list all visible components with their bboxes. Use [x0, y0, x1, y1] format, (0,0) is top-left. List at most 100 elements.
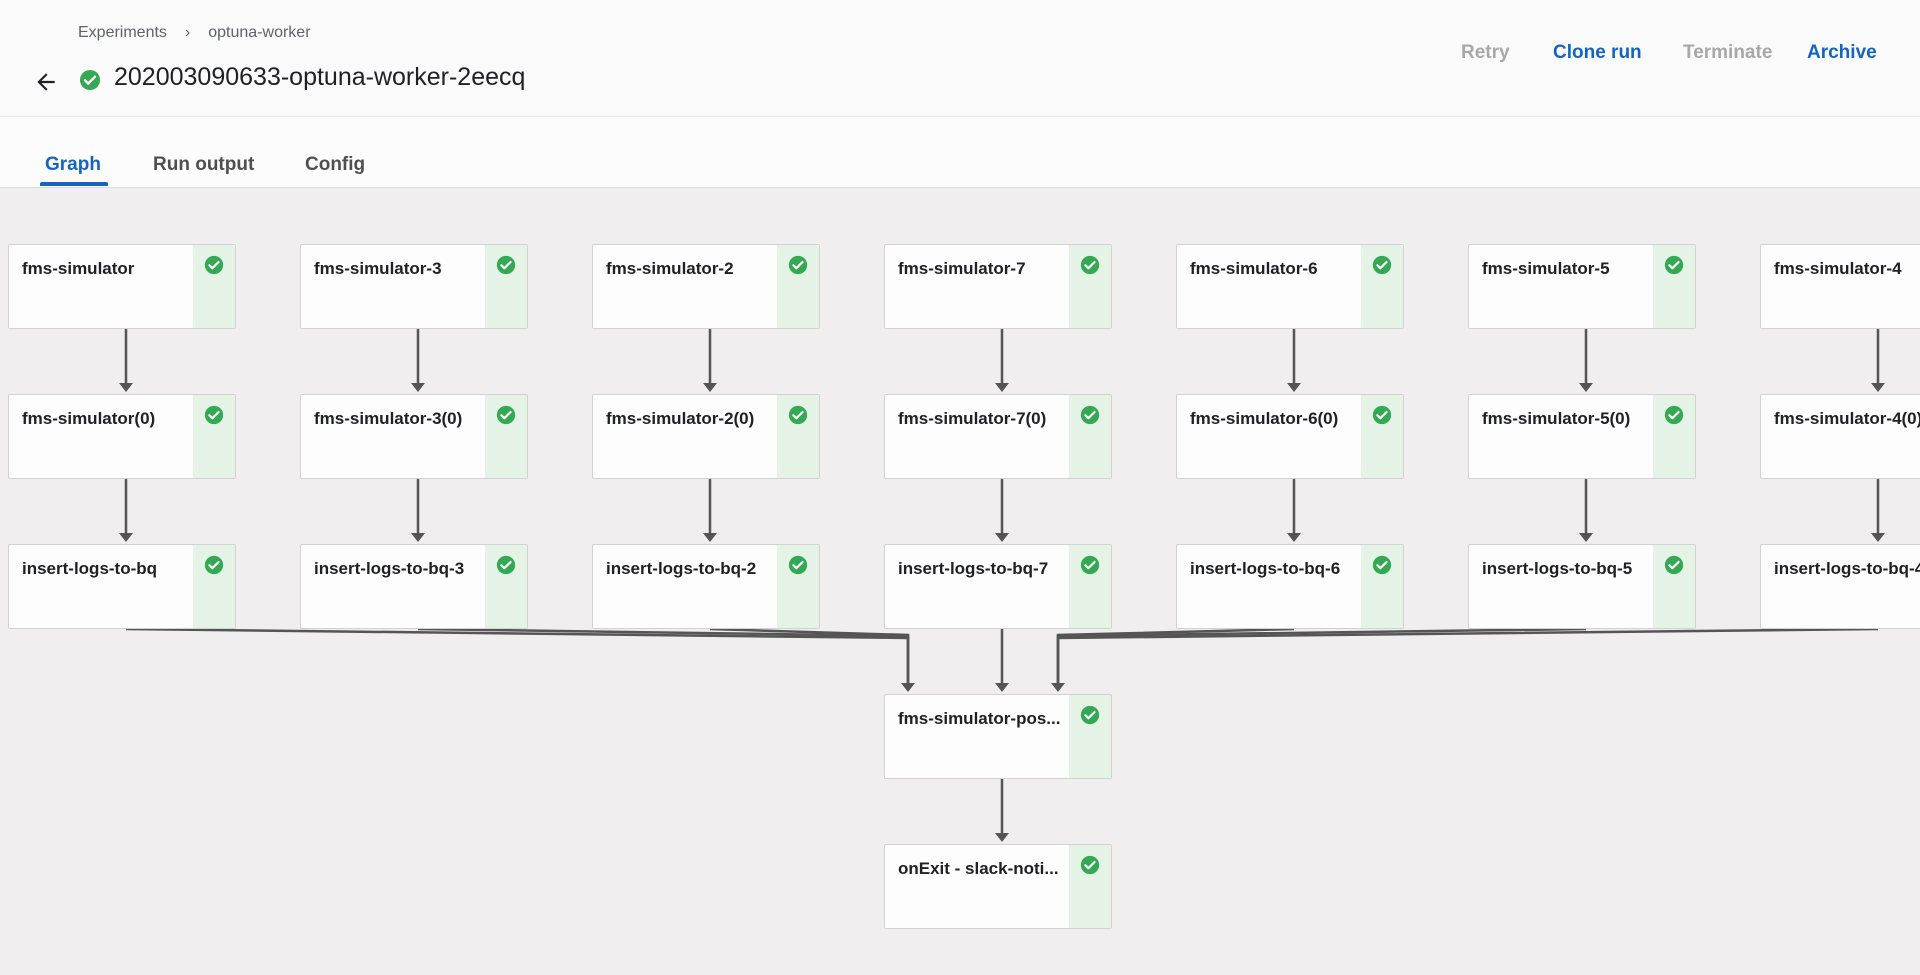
node-label: insert-logs-to-bq-5 [1482, 559, 1633, 578]
node-label: fms-simulator-4(0) [1774, 409, 1920, 428]
node-label: fms-simulator-6 [1190, 259, 1318, 278]
check-circle-icon [78, 68, 102, 97]
check-circle-icon [1371, 404, 1393, 431]
edge-arrowhead [1287, 383, 1301, 392]
back-button[interactable] [28, 64, 64, 100]
check-circle-icon [1079, 554, 1101, 581]
node-status [485, 245, 527, 328]
edge [709, 627, 910, 684]
tab-config[interactable]: Config [305, 154, 366, 175]
node-insert-logs-to-bq-3[interactable]: insert-logs-to-bq-3 [300, 544, 528, 629]
tab-graph[interactable]: Graph [45, 154, 101, 175]
node-fms-simulator-3-0[interactable]: fms-simulator-3(0) [300, 394, 528, 479]
edge-arrowhead [119, 533, 133, 542]
node-label: insert-logs-to-bq-3 [314, 559, 465, 578]
edge-arrowhead [1871, 533, 1885, 542]
tab-run-output[interactable]: Run output [153, 154, 255, 175]
node-insert-logs-to-bq[interactable]: insert-logs-to-bq [8, 544, 236, 629]
node-status [485, 545, 527, 628]
breadcrumb: Experiments › optuna-worker [78, 24, 311, 42]
node-fms-simulator-3[interactable]: fms-simulator-3 [300, 244, 528, 329]
check-circle-icon [1079, 404, 1101, 431]
node-label: fms-simulator-2(0) [606, 409, 755, 428]
archive-button[interactable]: Archive [1807, 42, 1877, 63]
edge-arrowhead [995, 833, 1009, 842]
node-label: fms-simulator-4 [1774, 259, 1902, 278]
node-fms-simulator-4-0[interactable]: fms-simulator-4(0) [1760, 394, 1920, 479]
node-status [1653, 545, 1695, 628]
node-status [1361, 245, 1403, 328]
node-fms-simulator-pos[interactable]: fms-simulator-pos... [884, 694, 1112, 779]
edge-arrowhead [411, 383, 425, 392]
node-fms-simulator-4[interactable]: fms-simulator-4 [1760, 244, 1920, 329]
node-fms-simulator-6[interactable]: fms-simulator-6 [1176, 244, 1404, 329]
node-insert-logs-to-bq-2[interactable]: insert-logs-to-bq-2 [592, 544, 820, 629]
node-status [1653, 395, 1695, 478]
edge-arrowhead [411, 533, 425, 542]
node-insert-logs-to-bq-5[interactable]: insert-logs-to-bq-5 [1468, 544, 1696, 629]
edge-arrowhead [1051, 683, 1065, 692]
node-insert-logs-to-bq-4[interactable]: insert-logs-to-bq-4 [1760, 544, 1920, 629]
node-status [1361, 395, 1403, 478]
node-fms-simulator[interactable]: fms-simulator [8, 244, 236, 329]
node-fms-simulator-2-0[interactable]: fms-simulator-2(0) [592, 394, 820, 479]
breadcrumb-separator: › [184, 24, 191, 41]
arrow-left-icon [37, 73, 55, 91]
node-label: insert-logs-to-bq-7 [898, 559, 1049, 578]
node-label: insert-logs-to-bq-4 [1774, 559, 1920, 578]
edge-arrowhead [995, 533, 1009, 542]
node-status [193, 395, 235, 478]
check-circle-icon [495, 554, 517, 581]
node-fms-simulator-0[interactable]: fms-simulator(0) [8, 394, 236, 479]
edge [1056, 627, 1879, 684]
check-circle-icon [1371, 254, 1393, 281]
node-fms-simulator-6-0[interactable]: fms-simulator-6(0) [1176, 394, 1404, 479]
check-circle-icon [787, 404, 809, 431]
node-insert-logs-to-bq-7[interactable]: insert-logs-to-bq-7 [884, 544, 1112, 629]
check-circle-icon [787, 254, 809, 281]
node-status [1069, 245, 1111, 328]
pipeline-graph[interactable]: fms-simulator fms-simulator(0) insert-logs… [0, 187, 1920, 975]
page-title: 202003090633-optuna-worker-2eecq [114, 63, 526, 91]
check-circle-icon [495, 254, 517, 281]
node-label: fms-simulator-2 [606, 259, 734, 278]
check-circle-icon [1663, 404, 1685, 431]
check-circle-icon [203, 404, 225, 431]
node-fms-simulator-5[interactable]: fms-simulator-5 [1468, 244, 1696, 329]
edge [125, 627, 910, 684]
node-fms-simulator-7-0[interactable]: fms-simulator-7(0) [884, 394, 1112, 479]
check-circle-icon [203, 554, 225, 581]
check-circle-icon [495, 404, 517, 431]
node-status [1361, 545, 1403, 628]
breadcrumb-link-experiment[interactable]: optuna-worker [208, 24, 311, 41]
check-circle-icon [203, 254, 225, 281]
node-status [1069, 695, 1111, 778]
clone-run-button[interactable]: Clone run [1553, 42, 1642, 63]
node-insert-logs-to-bq-6[interactable]: insert-logs-to-bq-6 [1176, 544, 1404, 629]
node-status [1069, 545, 1111, 628]
page-header: Experiments › optuna-worker 202003090633… [0, 0, 1920, 117]
edge-arrowhead [119, 383, 133, 392]
node-label: insert-logs-to-bq-2 [606, 559, 757, 578]
check-circle-icon [1663, 254, 1685, 281]
check-circle-icon [1663, 554, 1685, 581]
edge-arrowhead [901, 683, 915, 692]
node-fms-simulator-2[interactable]: fms-simulator-2 [592, 244, 820, 329]
node-status [777, 395, 819, 478]
node-status [1069, 845, 1111, 928]
check-circle-icon [1079, 704, 1101, 731]
node-label: fms-simulator-7 [898, 259, 1026, 278]
check-circle-icon [1371, 554, 1393, 581]
node-fms-simulator-7[interactable]: fms-simulator-7 [884, 244, 1112, 329]
node-fms-simulator-5-0[interactable]: fms-simulator-5(0) [1468, 394, 1696, 479]
node-label: fms-simulator(0) [22, 409, 156, 428]
terminate-button[interactable]: Terminate [1683, 42, 1773, 63]
check-circle-icon [1079, 254, 1101, 281]
node-label: insert-logs-to-bq [22, 559, 158, 578]
retry-button[interactable]: Retry [1461, 42, 1510, 63]
node-label: fms-simulator-5(0) [1482, 409, 1631, 428]
node-status [1653, 245, 1695, 328]
breadcrumb-link-experiments[interactable]: Experiments [78, 24, 167, 41]
edge-arrowhead [995, 383, 1009, 392]
node-onexit-slack-noti[interactable]: onExit - slack-noti... [884, 844, 1112, 929]
